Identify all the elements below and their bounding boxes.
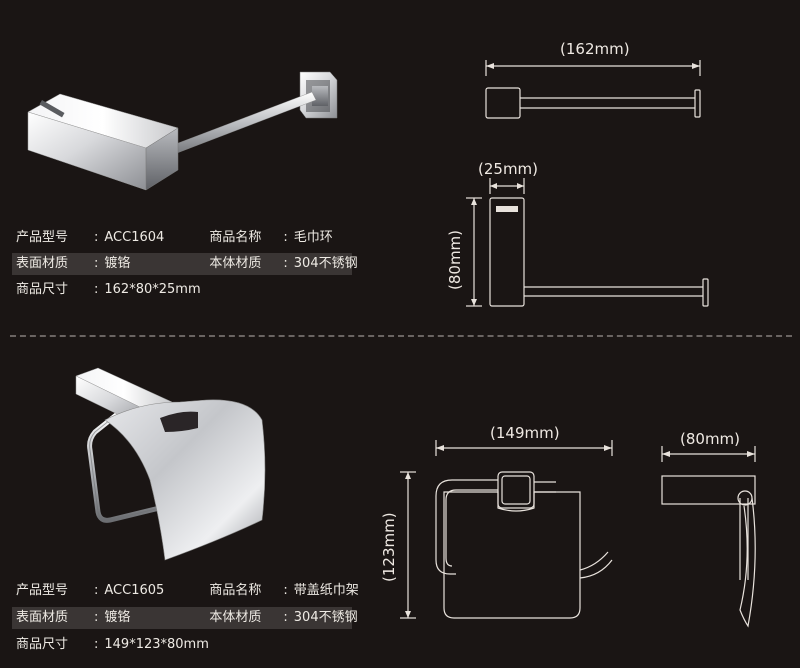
spec-row-size-1: 商品尺寸:162*80*25mm [12,279,352,301]
body-value: 304不锈钢 [293,610,358,625]
separator: : [283,610,288,625]
body-label: 本体材质 [209,256,262,271]
body-value: 304不锈钢 [293,256,358,271]
model-value: ACC1605 [104,583,165,598]
size-label: 商品尺寸 [16,282,69,297]
paper-holder-photo [75,367,266,561]
size-label: 商品尺寸 [16,637,69,652]
dim-depth-label-1: (25mm) [478,160,539,178]
dim-depth-label-2: (80mm) [680,430,741,448]
model-value: ACC1604 [104,230,165,245]
model-label: 产品型号 [16,230,69,245]
separator: : [94,230,99,245]
spec-row-size-2: 商品尺寸:149*123*80mm [12,634,352,656]
model-label: 产品型号 [16,583,69,598]
name-value: 毛巾环 [293,230,333,245]
dim-height-label-1: (80mm) [446,229,464,290]
separator: : [94,610,99,625]
towel-ring-top-view [485,60,701,119]
towel-ring-front-view [466,178,709,307]
size-value: 149*123*80mm [104,637,209,652]
separator: : [283,230,288,245]
spec-row-material-1: 表面材质:镀铬本体材质:304不锈钢 [12,253,358,275]
separator: : [94,282,99,297]
separator: : [283,583,288,598]
paper-holder-front-view [400,440,613,619]
spec-row-material-2: 表面材质:镀铬本体材质:304不锈钢 [12,607,358,629]
dim-height-label-2: (123mm) [380,512,398,582]
paper-holder-side-view [661,446,756,628]
section-divider [10,335,792,337]
separator: : [94,583,99,598]
size-value: 162*80*25mm [104,282,201,297]
dim-width-label-1: (162mm) [560,40,630,58]
dim-width-label-2: (149mm) [490,424,560,442]
separator: : [94,637,99,652]
towel-ring-photo [27,71,338,191]
surface-value: 镀铬 [104,610,131,625]
name-value: 带盖纸巾架 [293,583,359,598]
separator: : [283,256,288,271]
separator: : [94,256,99,271]
name-label: 商品名称 [209,230,262,245]
surface-label: 表面材质 [16,256,69,271]
surface-value: 镀铬 [104,256,131,271]
body-label: 本体材质 [209,610,262,625]
spec-row-model-1: 产品型号: ACC1604 商品名称: 毛巾环 [12,227,352,249]
spec-row-model-2: 产品型号: ACC1605 商品名称: 带盖纸巾架 [12,580,359,602]
name-label: 商品名称 [209,583,262,598]
surface-label: 表面材质 [16,610,69,625]
